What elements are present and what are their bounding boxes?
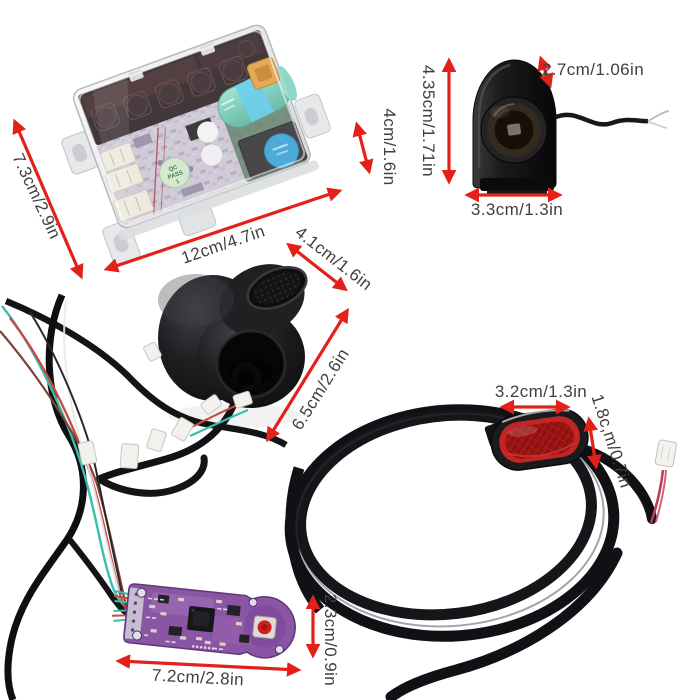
taillight-cable-assembly xyxy=(284,404,677,700)
headlight-depth-label: 2.7cm/1.06in xyxy=(542,60,644,79)
qc-pass-sticker: QC PASS 1 xyxy=(159,157,191,189)
power-button xyxy=(252,615,277,640)
headlight-wire xyxy=(555,112,649,127)
throttle-width-arrow xyxy=(286,242,348,292)
handlebar-clamp-opening xyxy=(215,329,287,399)
mounting-hole xyxy=(132,630,143,641)
wire-harness xyxy=(0,293,288,700)
headlight-lens xyxy=(480,96,548,164)
mounting-hole xyxy=(136,587,147,598)
inline-connectors xyxy=(77,341,253,469)
controller-depth-arrow xyxy=(352,121,374,175)
blue-capacitor xyxy=(264,133,300,169)
bare-wire-tip xyxy=(647,110,670,122)
headlight-depth-arrow xyxy=(537,55,554,89)
taillight-width-label: 3.2cm/1.3in xyxy=(495,382,587,401)
taillight-connector xyxy=(654,439,677,468)
silkscreen-marks xyxy=(144,597,228,651)
black-wire xyxy=(29,311,123,595)
bare-wire-tip xyxy=(647,121,668,129)
main-capacitor xyxy=(217,65,297,128)
mounting-hole xyxy=(274,644,284,654)
controller-height-label: 7.3cm/2.9in xyxy=(8,150,64,242)
controller-height-arrow xyxy=(12,118,84,280)
thermal-pad xyxy=(197,121,219,143)
controller-heatsink xyxy=(78,30,277,145)
sleeved-cable xyxy=(4,297,288,448)
xt30-connector xyxy=(246,57,280,90)
dashboard-width-label: 2.3cm/0.9in xyxy=(321,594,340,686)
controller-depth-label: 4cm/1.6in xyxy=(380,108,399,185)
dashboard-length-arrow xyxy=(115,654,302,677)
thermal-pad xyxy=(201,144,223,166)
cable-tail xyxy=(385,547,623,700)
dashboard-length-label: 7.2cm/2.8in xyxy=(151,666,244,690)
controller-length-arrow xyxy=(103,187,343,273)
bluetooth-chip xyxy=(187,606,216,633)
taillight-signal-wire xyxy=(649,469,665,524)
headlight xyxy=(472,59,670,195)
headlight-width-label: 3.3cm/1.3in xyxy=(471,200,563,219)
throttle-length-arrow xyxy=(266,307,349,443)
qc-sticker-line1: QC xyxy=(168,164,179,173)
mounting-hole xyxy=(248,597,258,607)
qc-sticker-line2: PASS xyxy=(167,170,184,181)
dimension-arrows xyxy=(12,55,602,677)
dashboard-pcb xyxy=(111,583,296,659)
headlight-height-label: 4.35cm/1.71in xyxy=(419,65,438,177)
taillight-lamp xyxy=(490,408,589,471)
qc-sticker-line3: 1 xyxy=(176,179,181,186)
cable-loop xyxy=(295,409,597,621)
smd-components xyxy=(148,597,242,646)
taillight-signal-wire xyxy=(655,469,667,523)
taillight-height-arrow xyxy=(583,416,602,470)
